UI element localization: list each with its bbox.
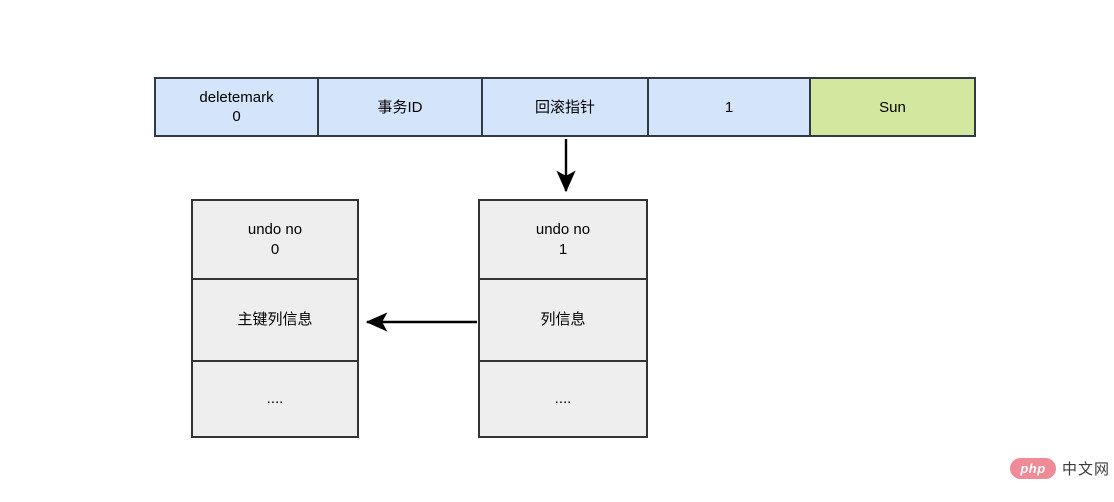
undo-log-block-1: undo no 1 列信息 .... [478, 199, 648, 438]
record-cell-col-1: 1 [649, 79, 811, 135]
undo-log-1-more: .... [554, 390, 572, 407]
undo-log-block-0: undo no 0 主键列信息 .... [191, 199, 359, 438]
undo-log-1-undo-no: undo no 1 [480, 201, 646, 280]
clustered-index-record-row: deletemark 0 事务ID 回滚指针 1 Sun [154, 77, 976, 137]
undo-log-1-columns: 列信息 [480, 280, 646, 362]
record-cell-trx-id: 事务ID [319, 79, 483, 135]
undo-log-0-undo-no: undo no 0 [193, 201, 357, 280]
php-logo-icon: php [1010, 458, 1056, 479]
undo-log-0-more: .... [266, 390, 284, 407]
watermark: php 中文网 [1010, 458, 1110, 479]
watermark-text: 中文网 [1062, 461, 1111, 478]
record-cell-col-sun: Sun [811, 79, 974, 135]
undo-log-0-columns: 主键列信息 [193, 280, 357, 362]
record-cell-deletemark: deletemark 0 [156, 79, 319, 135]
record-cell-roll-pointer: 回滚指针 [483, 79, 649, 135]
